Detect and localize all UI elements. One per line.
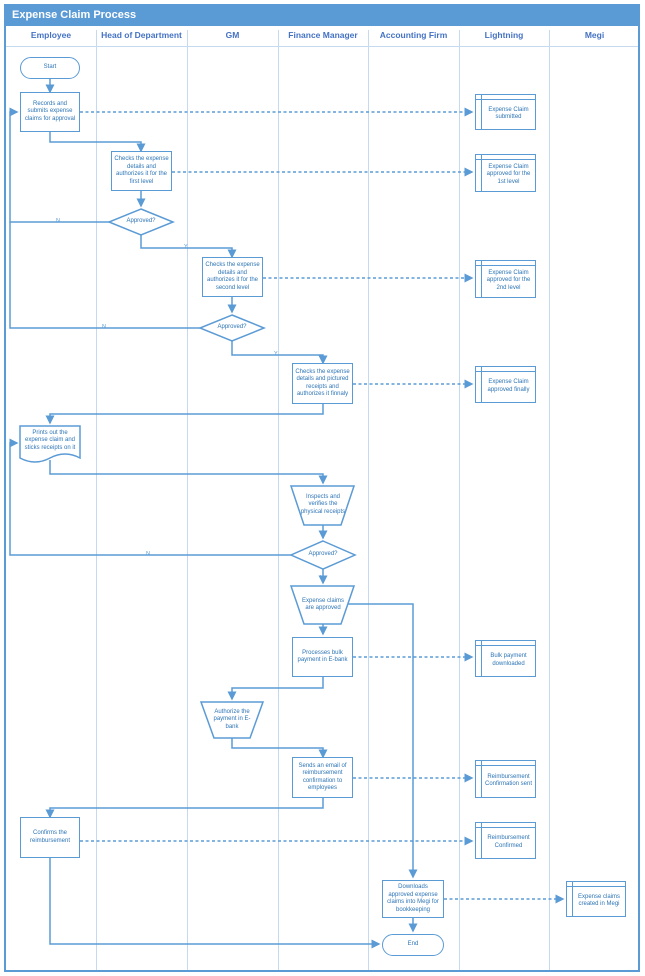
lane-divider xyxy=(278,30,279,970)
flow-line xyxy=(231,738,328,759)
lane-header-finance-manager: Finance Manager xyxy=(288,30,358,40)
flow-line xyxy=(348,603,418,879)
store-approved-first-level: Expense Claim approved for the 1st level xyxy=(475,154,536,192)
flow-line xyxy=(9,107,109,223)
process-checks-second-level: Checks the expense details and authorize… xyxy=(202,257,263,297)
edge-label-yes: Y xyxy=(274,351,278,357)
decision-approved-3: Approved? xyxy=(308,551,338,558)
lane-divider xyxy=(187,30,188,970)
store-reimbursement-sent: Reimbursement Confirmation sent xyxy=(475,760,536,798)
lane-divider xyxy=(549,30,550,970)
lane-divider xyxy=(96,30,97,970)
document-shape xyxy=(19,425,81,463)
process-checks-first-level: Checks the expense details and authorize… xyxy=(111,151,172,191)
store-created-in-megi: Expense claims created in Megi xyxy=(566,881,626,917)
edge-label-yes: Y xyxy=(184,244,188,250)
store-reimbursement-confirmed: Reimbursement Confirmed xyxy=(475,822,536,859)
edge-label-no: N xyxy=(102,324,106,330)
lane-header-accounting-firm: Accounting Firm xyxy=(379,30,448,40)
store-claim-submitted: Expense Claim submitted xyxy=(475,94,536,130)
flow-line xyxy=(49,460,328,485)
edge-label-no: N xyxy=(146,551,150,557)
flow-line xyxy=(45,404,324,425)
lane-header-megi: Megi xyxy=(584,30,605,40)
end-terminator: End xyxy=(382,934,444,956)
lane-header-employee: Employee xyxy=(30,30,72,40)
manual-inspects-receipts: Inspects and verifies the physical recei… xyxy=(300,493,346,515)
flow-line xyxy=(9,438,291,556)
lane-header-gm: GM xyxy=(225,30,240,40)
process-downloads-megi: Downloads approved expense claims into M… xyxy=(382,880,444,918)
process-confirms-reimbursement: Confirms the reimbursement xyxy=(20,817,80,858)
manual-claims-approved: Expense claims are approved xyxy=(301,597,345,612)
document-prints-out: Prints out the expense claim and sticks … xyxy=(24,429,76,451)
process-checks-final: Checks the expense details and pictured … xyxy=(292,363,353,404)
edge-label-yes: Y xyxy=(320,575,324,581)
manual-operation-shape xyxy=(289,485,356,526)
lane-header-lightning: Lightning xyxy=(484,30,524,40)
flow-line xyxy=(49,858,381,949)
flow-line xyxy=(227,677,324,701)
lane-divider xyxy=(459,30,460,970)
flow-line xyxy=(9,222,200,329)
store-approved-second-level: Expense Claim approved for the 2nd level xyxy=(475,260,536,298)
manual-operation-shape xyxy=(289,585,356,625)
decision-approved-2: Approved? xyxy=(217,324,247,331)
flow-line xyxy=(231,341,328,365)
start-terminator: Start xyxy=(20,57,80,79)
lane-header-rule xyxy=(6,46,638,47)
decision-approved-1: Approved? xyxy=(126,218,156,225)
store-bulk-payment-downloaded: Bulk payment downloaded xyxy=(475,640,536,677)
process-records-submits: Records and submits expense claims for a… xyxy=(20,92,80,132)
edge-label-no: N xyxy=(56,218,60,224)
lane-header-head-of-department: Head of Department xyxy=(101,30,182,40)
manual-authorize-payment: Authorize the payment in E-bank xyxy=(213,708,251,730)
diagram-title: Expense Claim Process xyxy=(4,4,640,26)
manual-operation-shape xyxy=(199,701,265,739)
flow-line xyxy=(45,798,324,819)
flow-line xyxy=(49,132,146,153)
process-sends-email: Sends an email of reimbursement confirma… xyxy=(292,757,353,798)
flow-line xyxy=(140,235,237,259)
lane-divider xyxy=(368,30,369,970)
store-approved-finally: Expense Claim approved finally xyxy=(475,366,536,403)
process-bulk-payment: Processes bulk payment in E-bank xyxy=(292,637,353,677)
